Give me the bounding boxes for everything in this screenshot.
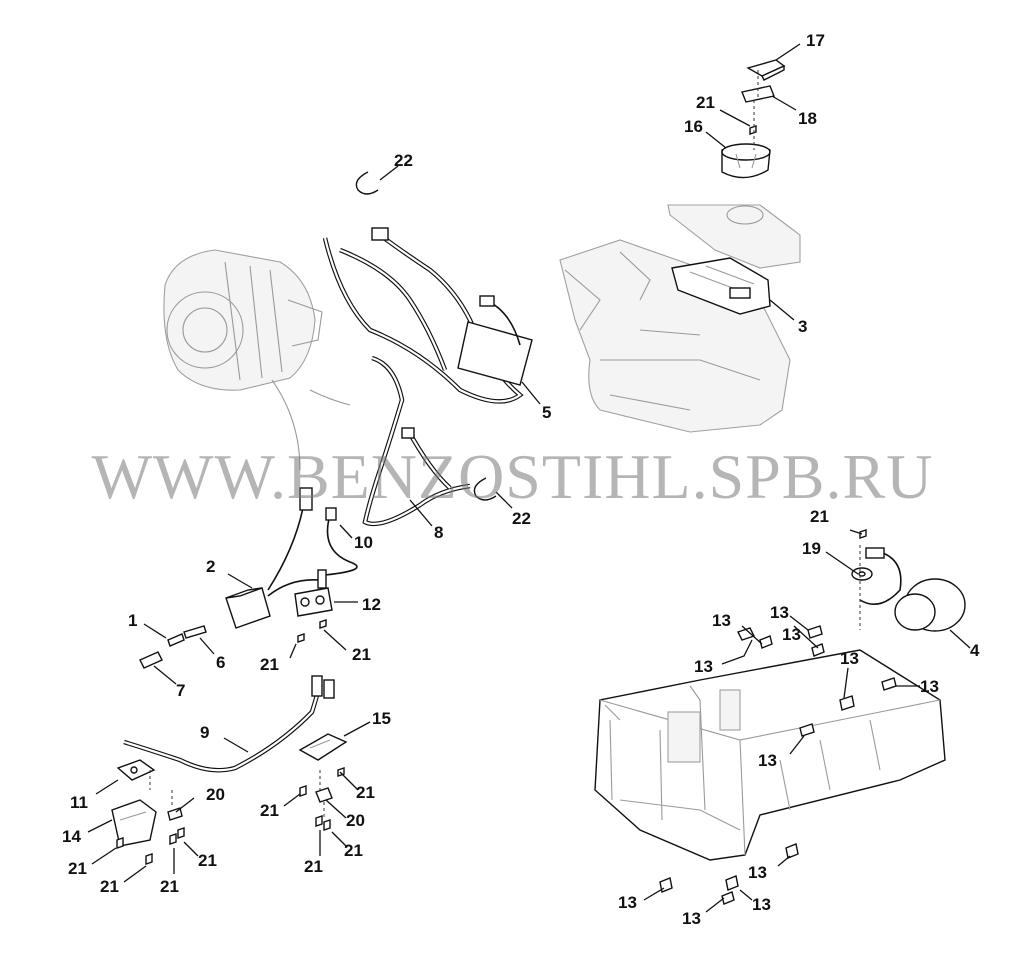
assembly-lines bbox=[149, 70, 861, 820]
frame-top-right-ghost bbox=[559, 204, 801, 433]
callout-1: 1 bbox=[128, 611, 137, 630]
part-10-connector-wire bbox=[324, 507, 358, 576]
callout-21: 21 bbox=[100, 877, 119, 896]
part-19-washer bbox=[851, 567, 873, 581]
callout-19: 19 bbox=[802, 539, 821, 558]
callout-2: 2 bbox=[206, 557, 215, 576]
callout-9: 9 bbox=[200, 723, 209, 742]
part-6-pin bbox=[183, 625, 207, 639]
part-1-spring bbox=[167, 633, 185, 647]
part-9-cable bbox=[123, 675, 335, 773]
callout-21: 21 bbox=[810, 507, 829, 526]
callout-13: 13 bbox=[920, 677, 939, 696]
part-15-switch bbox=[298, 733, 348, 761]
callout-3: 3 bbox=[798, 317, 807, 336]
callout-4: 4 bbox=[970, 641, 980, 660]
callout-13: 13 bbox=[618, 893, 637, 912]
callout-21: 21 bbox=[260, 655, 279, 674]
callout-13: 13 bbox=[712, 611, 731, 630]
part-5-wiring-harness bbox=[322, 227, 533, 404]
callout-13: 13 bbox=[840, 649, 859, 668]
callout-21: 21 bbox=[260, 801, 279, 820]
callout-21: 21 bbox=[68, 859, 87, 878]
callout-21: 21 bbox=[304, 857, 323, 876]
callout-labels: 17 18 21 16 3 5 22 22 8 10 2 12 1 6 7 21… bbox=[62, 31, 980, 928]
callout-18: 18 bbox=[798, 109, 817, 128]
callout-21: 21 bbox=[696, 93, 715, 112]
part-4-gear-motor bbox=[859, 547, 966, 632]
part-3-switch-module bbox=[671, 257, 771, 315]
motor-housing-ghost bbox=[163, 249, 351, 471]
part-8-cable bbox=[362, 355, 471, 527]
callout-22: 22 bbox=[394, 151, 413, 170]
part-2-capacitor-box bbox=[225, 487, 321, 629]
rings-22 bbox=[355, 171, 497, 501]
part-11-bracket bbox=[116, 759, 156, 781]
callout-14: 14 bbox=[62, 827, 81, 846]
callout-13: 13 bbox=[694, 657, 713, 676]
callout-13: 13 bbox=[752, 895, 771, 914]
callout-22: 22 bbox=[512, 509, 531, 528]
callout-21: 21 bbox=[344, 841, 363, 860]
callout-16: 16 bbox=[684, 117, 703, 136]
callout-7: 7 bbox=[176, 681, 185, 700]
callout-6: 6 bbox=[216, 653, 225, 672]
callout-13: 13 bbox=[782, 625, 801, 644]
leader-lines bbox=[87, 43, 971, 913]
callout-17: 17 bbox=[806, 31, 825, 50]
callout-11: 11 bbox=[70, 793, 88, 812]
part-12-terminal-block bbox=[294, 569, 333, 617]
callout-21: 21 bbox=[198, 851, 217, 870]
part-16-knob bbox=[721, 143, 771, 179]
callout-13: 13 bbox=[682, 909, 701, 928]
callout-13: 13 bbox=[748, 863, 767, 882]
callout-20: 20 bbox=[206, 785, 225, 804]
callout-8: 8 bbox=[434, 523, 443, 542]
callout-10: 10 bbox=[354, 533, 373, 552]
part-17-cap bbox=[746, 59, 786, 81]
callout-21: 21 bbox=[160, 877, 179, 896]
callout-15: 15 bbox=[372, 709, 391, 728]
callout-13: 13 bbox=[770, 603, 789, 622]
part-7-sleeve bbox=[139, 651, 163, 669]
callout-5: 5 bbox=[542, 403, 551, 422]
callout-21: 21 bbox=[356, 783, 375, 802]
callout-21: 21 bbox=[352, 645, 371, 664]
base-frame-bottom-right bbox=[594, 649, 946, 861]
callout-12: 12 bbox=[362, 595, 381, 614]
clips-13 bbox=[659, 625, 897, 905]
callout-20: 20 bbox=[346, 811, 365, 830]
part-20-clip-right bbox=[315, 787, 333, 803]
callout-13: 13 bbox=[758, 751, 777, 770]
part-20-clip-left bbox=[167, 807, 183, 821]
